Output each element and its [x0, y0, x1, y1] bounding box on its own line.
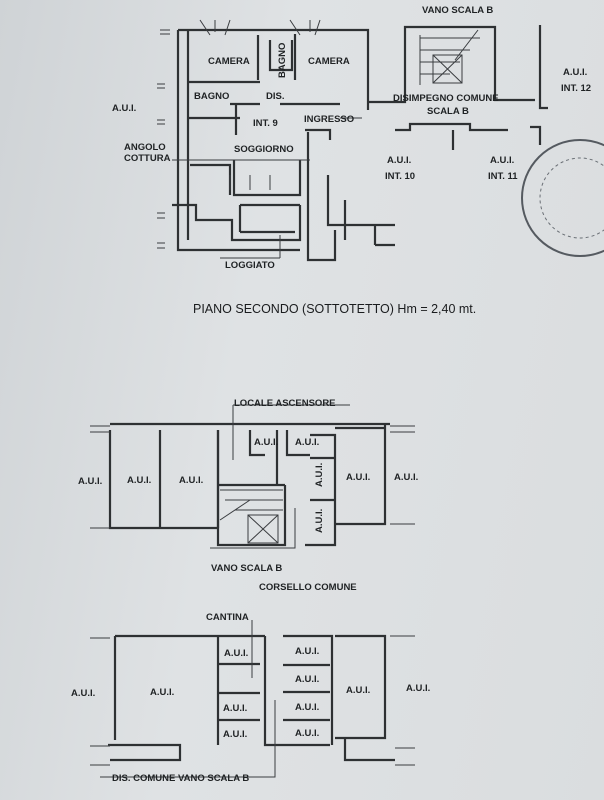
- label-scala-b: SCALA B: [427, 106, 469, 117]
- room-label-camera: CAMERA: [308, 56, 350, 67]
- label-aui: A.U.I.: [387, 155, 411, 166]
- label-loggiato: LOGGIATO: [225, 260, 275, 271]
- label-int10: INT. 10: [385, 171, 415, 182]
- label-aui: A.U.I.: [150, 687, 174, 698]
- label-aui: A.U.I.: [127, 475, 151, 486]
- label-aui: A.U.I.: [78, 476, 102, 487]
- label-int11: INT. 11: [488, 171, 518, 182]
- label-aui: A.U.I.: [314, 463, 325, 487]
- label-aui: A.U.I.: [179, 475, 203, 486]
- label-aui: A.U.I.: [223, 703, 247, 714]
- room-label-bagno: BAGNO: [194, 91, 229, 102]
- notary-seal: [521, 139, 604, 257]
- plan-title: PIANO SECONDO (SOTTOTETTO) Hm = 2,40 mt.: [193, 302, 476, 316]
- label-aui: A.U.I.: [563, 67, 587, 78]
- label-cottura: COTTURA: [124, 153, 171, 164]
- label-aui: A.U.I.: [346, 472, 370, 483]
- label-aui: A.U.I.: [295, 702, 319, 713]
- bottom-plan-walls: [90, 620, 415, 778]
- room-label-dis: DIS.: [266, 91, 284, 102]
- label-aui: A.U.I.: [295, 646, 319, 657]
- label-aui: A.U.I.: [71, 688, 95, 699]
- label-angolo: ANGOLO: [124, 142, 166, 153]
- middle-plan-walls: [90, 404, 415, 549]
- top-plan-walls: [157, 19, 548, 262]
- label-cantina: CANTINA: [206, 612, 249, 623]
- label-aui: A.U.I.: [406, 683, 430, 694]
- label-disimpegno: DISIMPEGNO COMUNE: [393, 93, 499, 104]
- room-label-bagno-vertical: BAGNO: [277, 43, 288, 78]
- label-aui: A.U.I.: [112, 103, 136, 114]
- room-label-camera: CAMERA: [208, 56, 250, 67]
- label-vano-scala: VANO SCALA B: [211, 563, 282, 574]
- label-dis-comune: DIS. COMUNE VANO SCALA B: [112, 773, 249, 784]
- label-aui: A.U.I.: [224, 648, 248, 659]
- label-aui: A.U.I.: [254, 437, 278, 448]
- label-int12: INT. 12: [561, 83, 591, 94]
- label-aui: A.U.I.: [223, 729, 247, 740]
- label-aui: A.U.I.: [314, 509, 325, 533]
- label-int9: INT. 9: [253, 118, 278, 129]
- label-aui: A.U.I.: [394, 472, 418, 483]
- label-ingresso: INGRESSO: [304, 114, 354, 125]
- label-aui: A.U.I.: [295, 728, 319, 739]
- label-aui: A.U.I.: [295, 674, 319, 685]
- label-vano-scala: VANO SCALA B: [422, 5, 493, 16]
- label-aui: A.U.I.: [346, 685, 370, 696]
- label-locale-ascensore: LOCALE ASCENSORE: [234, 398, 336, 409]
- label-corsello-comune: CORSELLO COMUNE: [259, 582, 357, 593]
- label-aui: A.U.I.: [295, 437, 319, 448]
- label-aui: A.U.I.: [490, 155, 514, 166]
- room-label-soggiorno: SOGGIORNO: [234, 144, 294, 155]
